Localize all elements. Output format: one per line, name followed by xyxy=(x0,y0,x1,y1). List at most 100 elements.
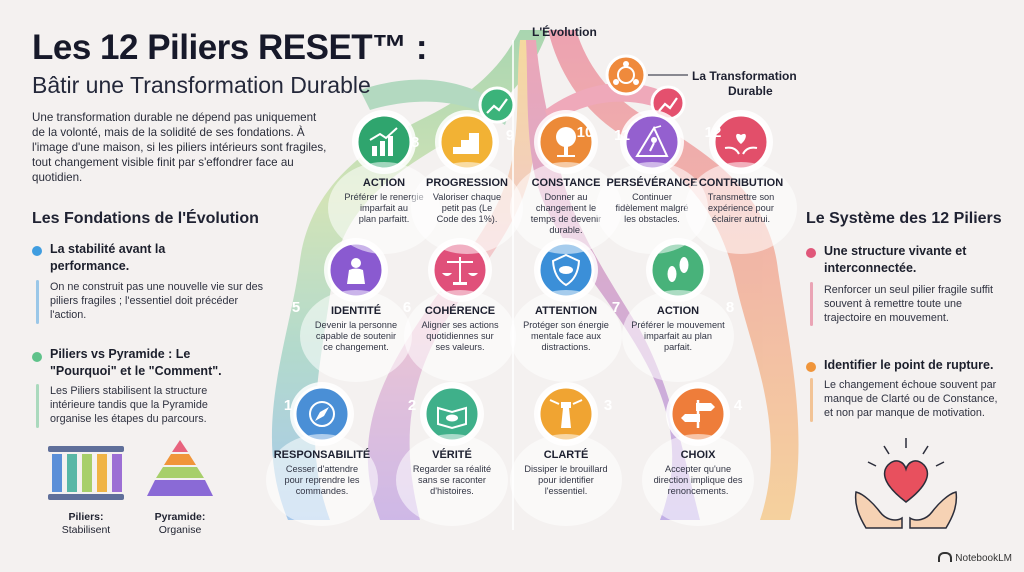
notebook-logo-icon xyxy=(938,552,953,562)
pillar-number: 6 xyxy=(403,299,411,316)
footprints-icon xyxy=(667,257,689,282)
pillar-name: CLARTÉ xyxy=(544,448,589,461)
pillar-description-line: durable. xyxy=(549,225,582,235)
tree-icon xyxy=(556,127,576,157)
pillar-name: COHÉRENCE xyxy=(425,304,495,317)
bullet-rule xyxy=(810,282,813,326)
pillar-number: 2 xyxy=(408,397,416,414)
pillar-description-line: direction implique des xyxy=(654,475,743,485)
left-item-2-title: Piliers vs Pyramide : Le "Pourquoi" et l… xyxy=(50,347,222,378)
pillar-name: VÉRITÉ xyxy=(432,448,472,461)
pyramid-caption: Pyramide: Organise xyxy=(154,511,206,536)
pillar-description-line: renoncements. xyxy=(668,486,729,496)
pillar-name: CONSTANCE xyxy=(532,177,601,189)
balance-scale-icon xyxy=(442,257,478,285)
pillar-description-line: Code des 1%). xyxy=(437,214,498,224)
pyramid-icon xyxy=(147,440,213,496)
pillar-name: RESPONSABILITÉ xyxy=(274,448,371,461)
pillar-description-line: ses valeurs. xyxy=(435,342,484,352)
pillar-number: 11 xyxy=(614,127,630,144)
left-item-1-text: On ne construit pas une nouvelle vie sur… xyxy=(50,281,264,321)
right-item-1-title: Une structure vivante et interconnectée. xyxy=(824,244,967,275)
pillar-number: 1 xyxy=(284,397,292,414)
left-heading: Les Fondations de l'Évolution xyxy=(32,210,259,227)
pillar-icon-badge xyxy=(423,385,481,443)
lighthouse-icon xyxy=(549,399,583,428)
pillar-description-line: Transmettre son xyxy=(708,192,775,202)
pillar-description-line: commandes. xyxy=(296,486,349,496)
pillar-description-line: distractions. xyxy=(541,342,590,352)
pillar-name: PERSÉVÉRANCE xyxy=(606,176,697,189)
small-growth-icon-left xyxy=(478,86,516,124)
person-glow-icon xyxy=(347,258,365,284)
right-heading: Le Système des 12 Piliers xyxy=(806,210,1002,227)
pillar-description-line: l'essentiel. xyxy=(545,486,588,496)
bullet-dot xyxy=(806,362,816,372)
pillar-description-line: quotidiennes sur xyxy=(426,331,493,341)
pillar-description-line: expérience pour xyxy=(708,203,774,213)
bullet-rule xyxy=(36,384,39,428)
brand-mark: NotebookLM xyxy=(938,552,1012,564)
pillar-description-line: Aligner ses actions xyxy=(421,320,499,330)
pillar-number: 7 xyxy=(612,299,620,316)
right-item-2-text: Le changement échoue souvent par manque … xyxy=(824,379,998,419)
pillar-number: 3 xyxy=(604,397,612,414)
bullet-rule xyxy=(810,378,813,422)
steps-chart-icon xyxy=(453,133,479,154)
pillar-description-line: imparfait au plan xyxy=(644,331,712,341)
pillar-description-line: pour reprendre les xyxy=(284,475,359,485)
pillar-number: 8 xyxy=(411,134,419,151)
pillar-description-line: Préférer le renergie xyxy=(344,192,423,202)
pillar-name: CONTRIBUTION xyxy=(699,177,783,189)
pillar-name: ACTION xyxy=(363,177,405,189)
pillar-description-line: Cesser d'attendre xyxy=(286,464,358,474)
pillar-description-line: plan parfaitt. xyxy=(359,214,410,224)
pillar-description-line: Regarder sa réalité xyxy=(413,464,491,474)
pillar-name: ATTENTION xyxy=(535,305,597,317)
right-item-2-title: Identifier le point de rupture. xyxy=(824,358,994,372)
giving-hands-icon xyxy=(724,133,758,155)
pillar-number: 9 xyxy=(506,127,514,144)
pillar-description-line: Continuer xyxy=(632,192,672,202)
bullet-dot xyxy=(32,352,42,362)
pillar-description-line: sans se raconter xyxy=(418,475,486,485)
pillar-description-line: Donner au xyxy=(545,192,588,202)
signpost-icon xyxy=(681,400,715,428)
pillar-description-line: fidèlement malgré xyxy=(615,203,688,213)
eye-shield-icon xyxy=(551,253,581,287)
pillar-name: CHOIX xyxy=(681,449,717,461)
pillar-description-line: éclairer autrui. xyxy=(712,214,770,224)
bullet-dot xyxy=(32,246,42,256)
pillar-description-line: Accepter qu'une xyxy=(665,464,731,474)
open-book-eye-icon xyxy=(437,406,467,430)
pillar-number: 4 xyxy=(734,397,743,414)
pillar-number: 12 xyxy=(705,124,722,141)
pillar-name: ACTION xyxy=(657,305,699,317)
page-title: Les 12 Piliers RESET™ : xyxy=(32,28,428,67)
bullet-rule xyxy=(36,280,39,324)
columns-icon xyxy=(48,446,124,500)
pillar-name: PROGRESSION xyxy=(426,177,508,189)
compass-icon xyxy=(309,401,335,427)
heart-hands-icon xyxy=(854,438,958,529)
intro-paragraph: Une transformation durable ne dépend pas… xyxy=(32,111,327,184)
pillar-description-line: ce changement. xyxy=(323,342,388,352)
pillar-description-line: Préférer le mouvement xyxy=(631,320,725,330)
pillar-description-line: changement le xyxy=(536,203,596,213)
pillar-description-line: mentale face aux xyxy=(531,331,601,341)
pillar-number: 10 xyxy=(577,124,594,141)
pillar-description-line: Dissiper le brouillard xyxy=(524,464,607,474)
